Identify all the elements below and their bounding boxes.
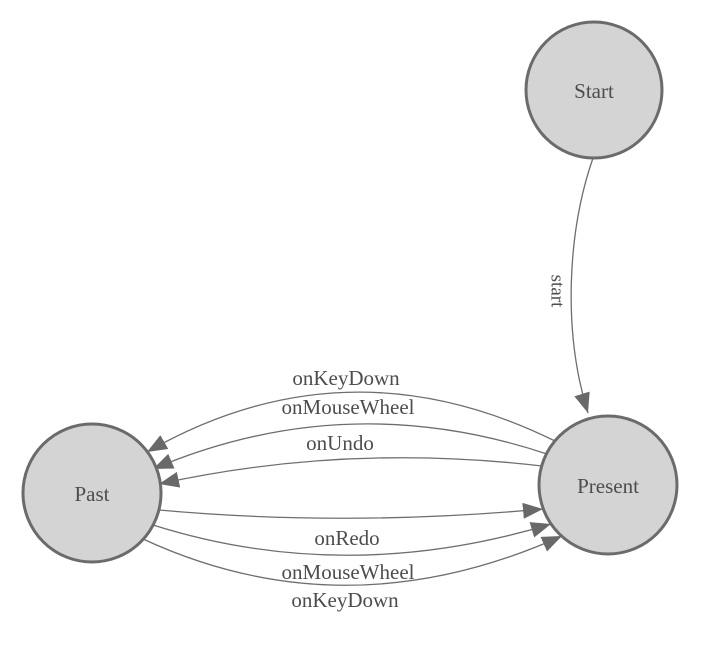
node-start-circle[interactable] xyxy=(524,20,664,160)
node-start: Start xyxy=(524,20,664,160)
node-past: Past xyxy=(21,422,163,564)
edge-label-onkeydown-lower: onKeyDown xyxy=(291,588,399,612)
node-past-circle[interactable] xyxy=(21,422,163,564)
edge-label-start: start xyxy=(547,275,568,308)
node-present-circle[interactable] xyxy=(537,414,679,556)
node-past-label: Past xyxy=(74,482,109,506)
edge-present-to-past-onundo xyxy=(158,457,543,488)
node-start-label: Start xyxy=(574,79,614,103)
edge-label-onkeydown-upper: onKeyDown xyxy=(292,366,400,390)
edge-past-to-present-onmousewheel xyxy=(152,522,552,556)
edge-label-onmousewheel-lower: onMouseWheel xyxy=(282,560,415,584)
node-present-label: Present xyxy=(577,474,639,498)
edge-present-to-past-onmousewheel xyxy=(152,423,548,470)
edge-past-to-present-onredo xyxy=(158,502,544,519)
edge-past-to-present-onkeydown xyxy=(142,535,563,586)
edge-label-onundo: onUndo xyxy=(306,431,374,455)
edge-start-to-present xyxy=(570,157,594,414)
edge-label-onmousewheel-upper: onMouseWheel xyxy=(282,395,415,419)
edge-present-to-past-onkeydown xyxy=(146,391,556,453)
edge-label-onredo: onRedo xyxy=(314,526,379,550)
node-present: Present xyxy=(537,414,679,556)
